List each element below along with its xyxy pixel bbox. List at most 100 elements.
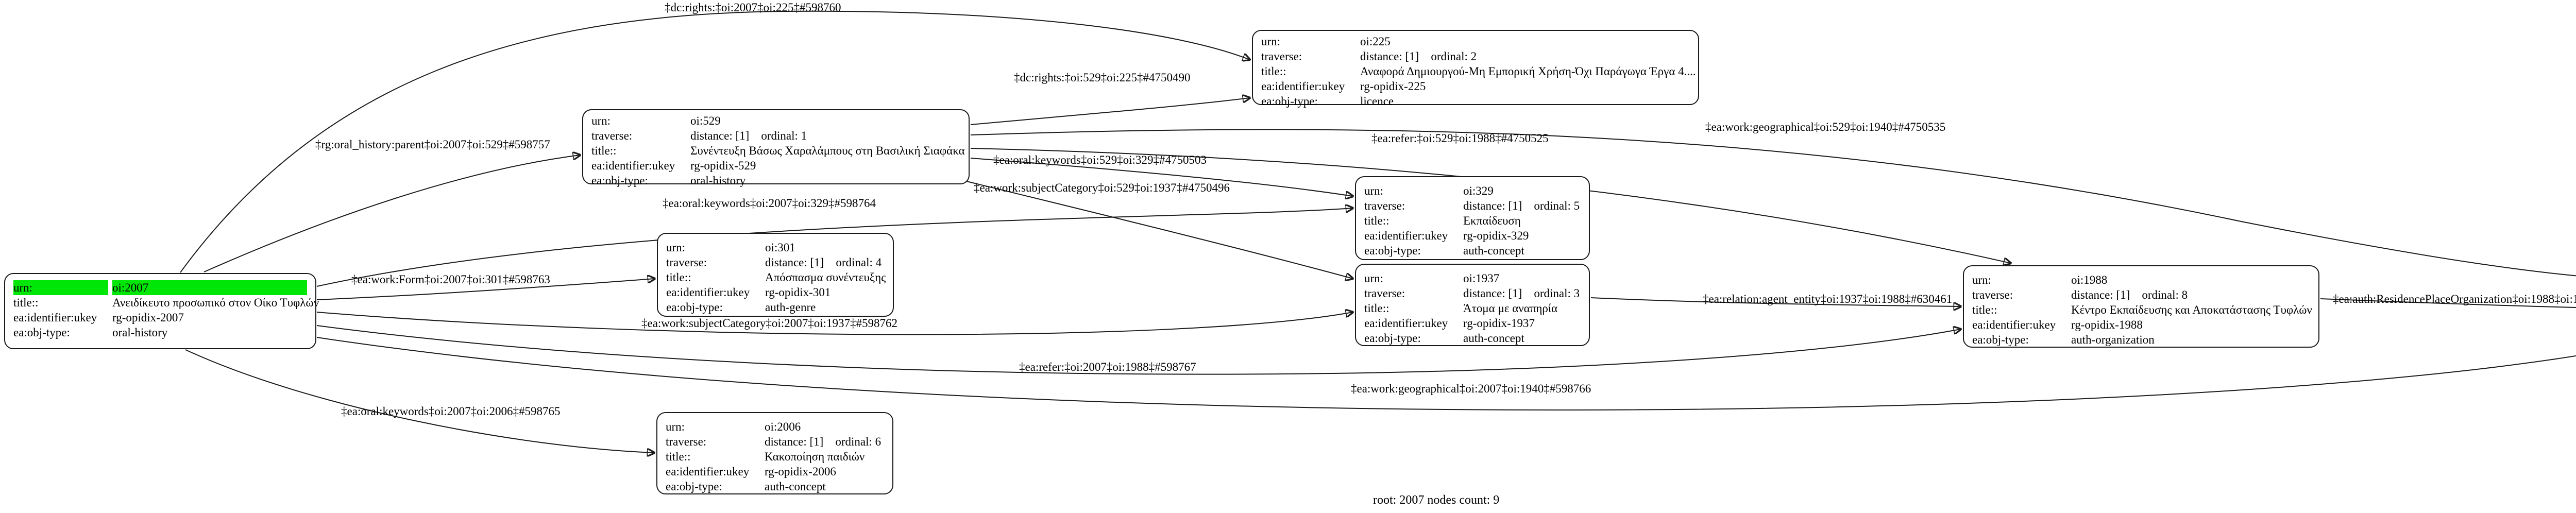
- field-key: traverse:: [1261, 50, 1302, 63]
- edge-label-form-2007-301: ‡ea:work:Form‡oi:2007‡oi:301‡#598763: [351, 273, 550, 286]
- node-row-traverse: traverse: distance: [1] ordinal: 8: [1972, 287, 2310, 302]
- field-key: traverse:: [666, 256, 707, 269]
- node-row-traverse: traverse: distance: [1] ordinal: 6: [666, 434, 884, 449]
- node-oi-225[interactable]: urn: oi:225 traverse: distance: [1] ordi…: [1252, 30, 1699, 108]
- field-key: ea:obj-type:: [1364, 332, 1421, 345]
- node-row-objtype: ea:obj-type: auth-concept: [1364, 243, 1581, 258]
- field-value: distance: [1] ordinal: 2: [1360, 50, 1477, 63]
- node-row-urn: urn: oi:1937: [1364, 271, 1581, 286]
- field-key: ea:identifier:ukey: [666, 465, 750, 478]
- field-key: urn:: [1364, 184, 1384, 197]
- node-oi-301[interactable]: urn: oi:301 traverse: distance: [1] ordi…: [657, 233, 894, 317]
- edge-label-oral-history-parent: ‡rg:oral_history:parent‡oi:2007‡oi:529‡#…: [315, 138, 550, 151]
- field-key: title::: [666, 450, 691, 463]
- field-value: oi:225: [1360, 35, 1391, 48]
- node-row-title: title:: Συνέντευξη Βάσως Χαραλάμπους στη…: [591, 143, 965, 158]
- node-row-objtype: ea:obj-type: auth-organization: [1972, 332, 2310, 347]
- node-row-ukey: ea:identifier:ukey rg-opidix-301: [666, 285, 885, 300]
- node-row-traverse: traverse: distance: [1] ordinal: 5: [1364, 198, 1581, 213]
- field-value: rg-opidix-329: [1463, 229, 1529, 242]
- field-key: traverse:: [1364, 199, 1405, 212]
- field-key: traverse:: [1972, 288, 2013, 301]
- node-row-objtype: ea:obj-type: auth-genre: [666, 300, 885, 315]
- node-row-title: title:: Ανειδίκευτο προσωπικό στον Οίκο …: [13, 295, 319, 310]
- field-value: distance: [1] ordinal: 4: [765, 256, 882, 269]
- edge-oi1937-oi1988: [1590, 297, 1961, 306]
- node-row-objtype: ea:obj-type: oral-history: [591, 173, 960, 188]
- node-row-ukey: ea:identifier:ukey rg-opidix-329: [1364, 228, 1581, 243]
- field-key: traverse:: [1364, 287, 1405, 300]
- node-row-traverse: traverse: distance: [1] ordinal: 3: [1364, 286, 1581, 301]
- field-key: urn:: [1261, 35, 1281, 48]
- edge-oi2007-oi529: [204, 155, 580, 272]
- field-value: distance: [1] ordinal: 1: [690, 129, 807, 142]
- field-key: ea:identifier:ukey: [666, 286, 750, 299]
- field-value: rg-opidix-2007: [112, 311, 184, 324]
- field-key: title::: [1261, 65, 1286, 78]
- node-row-traverse: traverse: distance: [1] ordinal: 2: [1261, 49, 1690, 64]
- node-row-ukey: ea:identifier:ukey rg-opidix-225: [1261, 79, 1690, 94]
- node-row-urn: urn: oi:2006: [666, 419, 884, 434]
- edge-oi1988-oi1940: [2320, 298, 2576, 308]
- field-key: ea:identifier:ukey: [1261, 80, 1345, 93]
- field-key: ea:obj-type:: [591, 174, 648, 187]
- node-row-ukey: ea:identifier:ukey rg-opidix-2006: [666, 464, 884, 479]
- field-key: urn:: [591, 114, 611, 127]
- node-oi-1937[interactable]: urn: oi:1937 traverse: distance: [1] ord…: [1355, 264, 1590, 346]
- edge-oi2007-oi2006: [185, 349, 654, 453]
- node-oi-1988[interactable]: urn: oi:1988 traverse: distance: [1] ord…: [1963, 265, 2319, 348]
- edge-label-refer-529-1988: ‡ea:refer:‡oi:529‡oi:1988‡#4750525: [1371, 132, 1549, 145]
- node-row-title: title:: Εκπαίδευση: [1364, 213, 1581, 228]
- field-key: title::: [591, 144, 617, 157]
- field-value: oi:1988: [2071, 273, 2108, 286]
- edge-oi529-oi1937: [966, 181, 1353, 279]
- field-value: Αναφορά Δημιουργού-Μη Εμπορική Χρήση-Όχι…: [1360, 65, 1696, 78]
- node-row-ukey: ea:identifier:ukey rg-opidix-2007: [13, 310, 307, 325]
- field-value: auth-concept: [765, 480, 826, 493]
- field-key: traverse:: [591, 129, 633, 142]
- node-row-objtype: ea:obj-type: auth-concept: [666, 479, 884, 494]
- field-value: oi:2007: [112, 280, 307, 295]
- node-oi-329[interactable]: urn: oi:329 traverse: distance: [1] ordi…: [1355, 176, 1590, 260]
- field-value: oi:1937: [1463, 272, 1500, 285]
- node-oi-2007[interactable]: urn: oi:2007 title:: Ανειδίκευτο προσωπι…: [4, 273, 319, 349]
- field-key: ea:obj-type:: [13, 326, 70, 339]
- field-value: auth-concept: [1463, 332, 1524, 345]
- edge-oi2007-oi301: [316, 279, 655, 300]
- node-oi-529[interactable]: urn: oi:529 traverse: distance: [1] ordi…: [582, 109, 970, 187]
- field-key: urn:: [666, 241, 686, 254]
- node-row-urn: urn: oi:301: [666, 240, 885, 255]
- node-row-title: title:: Κέντρο Εκπαίδευσης και Αποκατάστ…: [1972, 302, 2312, 317]
- edge-label-keywords-2007-2006: ‡ea:oral:keywords‡oi:2007‡oi:2006‡#59876…: [341, 405, 561, 418]
- field-value: Εκπαίδευση: [1463, 214, 1521, 227]
- edge-label-keywords-529-329: ‡ea:oral:keywords‡oi:529‡oi:329‡#4750503: [993, 153, 1207, 166]
- node-row-urn: urn: oi:1988: [1972, 272, 2310, 287]
- edge-label-dc-rights-529-225: ‡dc:rights:‡oi:529‡oi:225‡#4750490: [1014, 71, 1191, 84]
- node-row-title: title:: Απόσπασμα συνέντευξης: [666, 270, 886, 285]
- edge-label-keywords-2007-329: ‡ea:oral:keywords‡oi:2007‡oi:329‡#598764: [663, 197, 876, 210]
- edge-label-agent-entity-1937-1988: ‡ea:relation:agent_entity‡oi:1937‡oi:198…: [1703, 293, 1953, 305]
- field-value: auth-concept: [1463, 244, 1524, 257]
- node-row-ukey: ea:identifier:ukey rg-opidix-529: [591, 158, 960, 173]
- node-oi-2006[interactable]: urn: oi:2006 traverse: distance: [1] ord…: [656, 412, 893, 494]
- field-key: ea:identifier:ukey: [1972, 318, 2056, 331]
- node-row-urn: urn: oi:329: [1364, 183, 1581, 198]
- node-row-traverse: traverse: distance: [1] ordinal: 4: [666, 255, 885, 270]
- field-value: rg-opidix-529: [690, 159, 756, 172]
- edge-oi2007-oi329: [316, 208, 1353, 287]
- edge-label-geographical-529-1940: ‡ea:work:geographical‡oi:529‡oi:1940‡#47…: [1705, 121, 1946, 133]
- node-row-urn: urn: oi:2007: [13, 280, 307, 295]
- field-value: licence: [1360, 95, 1394, 108]
- field-key: title::: [1364, 214, 1389, 227]
- field-key: ea:obj-type:: [1364, 244, 1421, 257]
- field-value: Απόσπασμα συνέντευξης: [765, 271, 886, 284]
- node-row-ukey: ea:identifier:ukey rg-opidix-1937: [1364, 316, 1581, 331]
- field-key: urn:: [666, 420, 685, 433]
- field-value: distance: [1] ordinal: 3: [1463, 287, 1580, 300]
- edge-label-dc-rights-2007-225: ‡dc:rights:‡oi:2007‡oi:225‡#598760: [665, 1, 841, 14]
- field-value: distance: [1] ordinal: 8: [2071, 288, 2188, 301]
- field-key: ea:obj-type:: [666, 480, 722, 493]
- edge-label-refer-2007-1988: ‡ea:refer:‡oi:2007‡oi:1988‡#598767: [1019, 361, 1196, 373]
